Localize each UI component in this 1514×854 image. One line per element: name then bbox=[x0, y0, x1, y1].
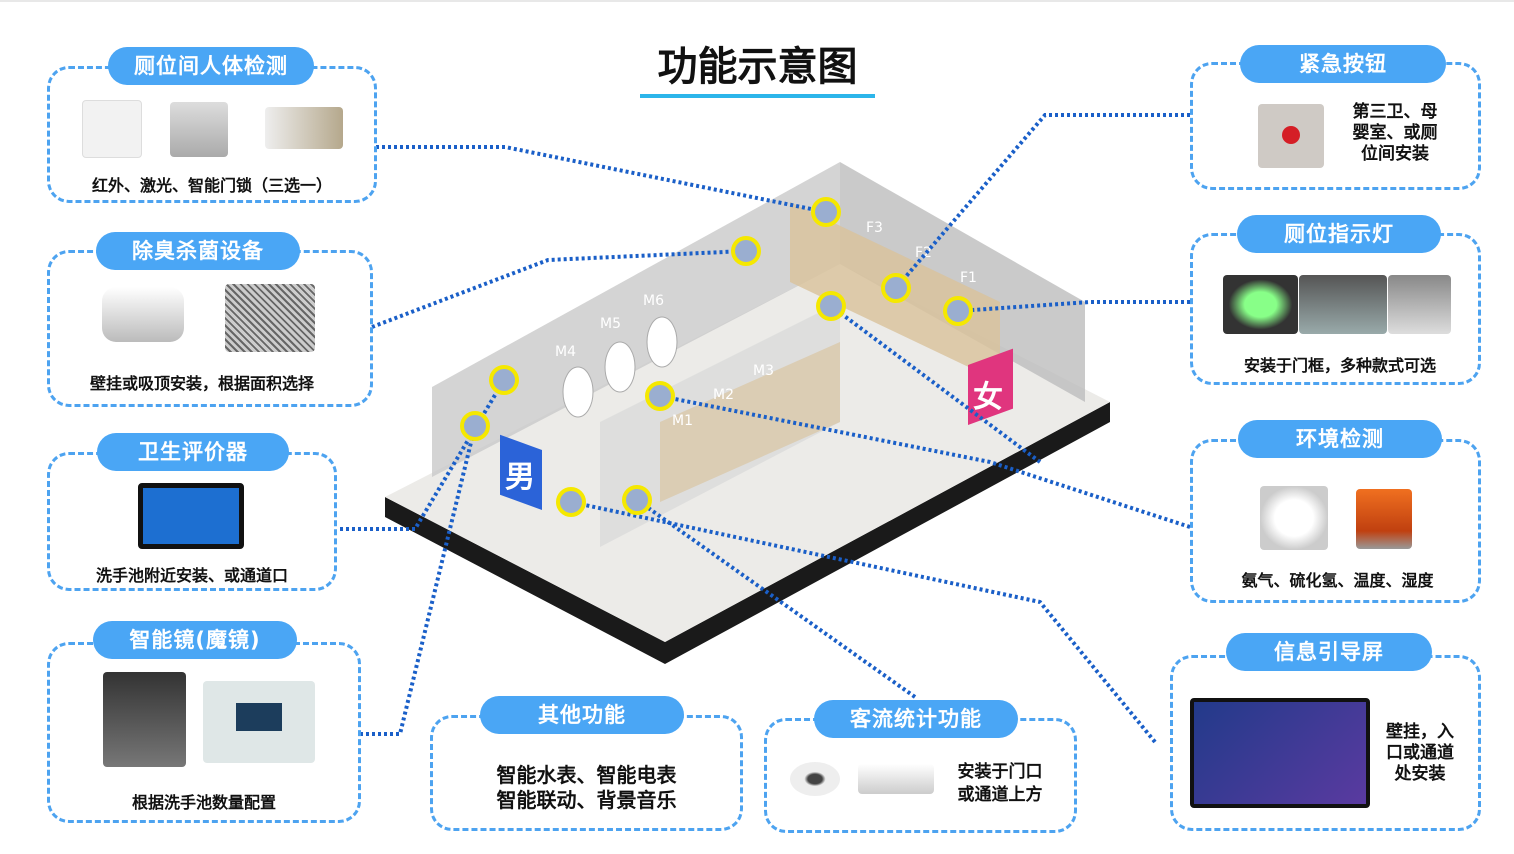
urinal bbox=[604, 341, 636, 393]
panel-title: 除臭杀菌设备 bbox=[96, 232, 300, 270]
panel-caption: 根据洗手池数量配置 bbox=[131, 793, 276, 812]
panel-text: 第三卫、母 bbox=[1352, 102, 1438, 122]
indicator-sign-image bbox=[1388, 275, 1451, 334]
connector-line bbox=[570, 500, 1157, 744]
stall-label: M6 bbox=[643, 293, 664, 309]
indicator-door-image bbox=[1299, 275, 1387, 334]
panel-text: 位间安装 bbox=[1361, 144, 1429, 164]
ceiling-deodorizer-image bbox=[225, 284, 315, 352]
sensor-marker bbox=[943, 296, 973, 326]
emergency-button-image bbox=[1258, 104, 1324, 168]
panel-title: 厕位指示灯 bbox=[1237, 215, 1441, 253]
gas-detector-image bbox=[1356, 489, 1412, 549]
smart-lock-image bbox=[265, 107, 343, 149]
panel-title: 环境检测 bbox=[1238, 420, 1442, 458]
panel-caption: 洗手池附近安装、或通道口 bbox=[95, 566, 288, 585]
female-sign bbox=[968, 348, 1013, 426]
panel-title: 智能镜(魔镜) bbox=[93, 621, 297, 659]
guide-screen-image bbox=[1190, 698, 1370, 808]
stall-label: F2 bbox=[915, 245, 932, 261]
urinal bbox=[562, 366, 594, 418]
panel-caption: 壁挂或吸顶安装，根据面积选择 bbox=[89, 374, 314, 393]
panel-caption: 氨气、硫化氢、温度、湿度 bbox=[1241, 571, 1434, 590]
sensor-marker bbox=[731, 236, 761, 266]
stall-label: M3 bbox=[753, 363, 774, 379]
sensor-marker bbox=[460, 411, 490, 441]
stall-label: M2 bbox=[713, 387, 734, 403]
smart-mirror-image bbox=[203, 681, 315, 763]
connector-line bbox=[360, 425, 477, 736]
flow-camera-image bbox=[790, 762, 840, 796]
panel-text: 婴室、或厕 bbox=[1352, 123, 1438, 143]
stall-label: M5 bbox=[600, 316, 621, 332]
sensor-marker bbox=[816, 291, 846, 321]
stall-label: F3 bbox=[866, 220, 883, 236]
panel-text: 壁挂，入 bbox=[1386, 722, 1454, 742]
sensor-marker bbox=[881, 273, 911, 303]
panel-text: 智能联动、背景音乐 bbox=[496, 788, 677, 812]
panel-text: 或通道上方 bbox=[957, 785, 1043, 805]
stall-label: F1 bbox=[960, 270, 977, 286]
male-sign bbox=[500, 434, 542, 511]
panel-title: 厕位间人体检测 bbox=[108, 47, 314, 85]
laser-sensor-image bbox=[170, 102, 228, 157]
panel-text: 智能水表、智能电表 bbox=[496, 763, 677, 787]
evaluator-tablet-image bbox=[138, 483, 244, 549]
panel-caption: 红外、激光、智能门锁（三选一） bbox=[91, 176, 332, 195]
sensor-marker bbox=[556, 487, 586, 517]
sensor-marker bbox=[811, 197, 841, 227]
panel-title: 紧急按钮 bbox=[1240, 45, 1446, 83]
indicator-light-image bbox=[1223, 275, 1298, 334]
mirror-bathroom-image bbox=[103, 672, 186, 767]
female-sign-text: 女 bbox=[973, 380, 1003, 415]
panel-title: 客流统计功能 bbox=[814, 700, 1018, 738]
back-right-wall bbox=[840, 162, 1085, 402]
connector-line bbox=[659, 394, 1191, 529]
male-sign-text: 男 bbox=[505, 460, 535, 495]
gas-sensor-image bbox=[1260, 486, 1328, 550]
connector-line bbox=[371, 249, 747, 329]
panel-text: 安装于门口 bbox=[957, 762, 1043, 782]
panel-text: 口或通道 bbox=[1386, 743, 1454, 763]
connector-line bbox=[340, 378, 506, 531]
connector-line bbox=[829, 304, 1042, 464]
panel-title: 信息引导屏 bbox=[1226, 633, 1432, 671]
sensor-marker bbox=[489, 365, 519, 395]
male-stalls bbox=[660, 342, 840, 502]
panel-text: 处安装 bbox=[1394, 764, 1446, 784]
urinal bbox=[646, 316, 678, 368]
stall-label: M4 bbox=[555, 344, 576, 360]
infrared-sensor-image bbox=[82, 100, 142, 158]
sensor-marker bbox=[622, 485, 652, 515]
flow-counter-image bbox=[858, 764, 934, 794]
wall-deodorizer-image bbox=[102, 287, 184, 342]
panel-title: 卫生评价器 bbox=[97, 433, 289, 471]
connector-line bbox=[957, 300, 1190, 313]
connector-line bbox=[376, 145, 827, 214]
connector-line bbox=[635, 498, 917, 699]
floor-slab bbox=[385, 402, 1110, 664]
page-title: 功能示意图 bbox=[640, 34, 875, 98]
connector-line bbox=[894, 113, 1190, 290]
sensor-marker bbox=[645, 381, 675, 411]
panel-title: 其他功能 bbox=[480, 696, 684, 734]
stall-label: M1 bbox=[672, 413, 693, 429]
panel-caption: 安装于门框，多种款式可选 bbox=[1243, 356, 1436, 375]
